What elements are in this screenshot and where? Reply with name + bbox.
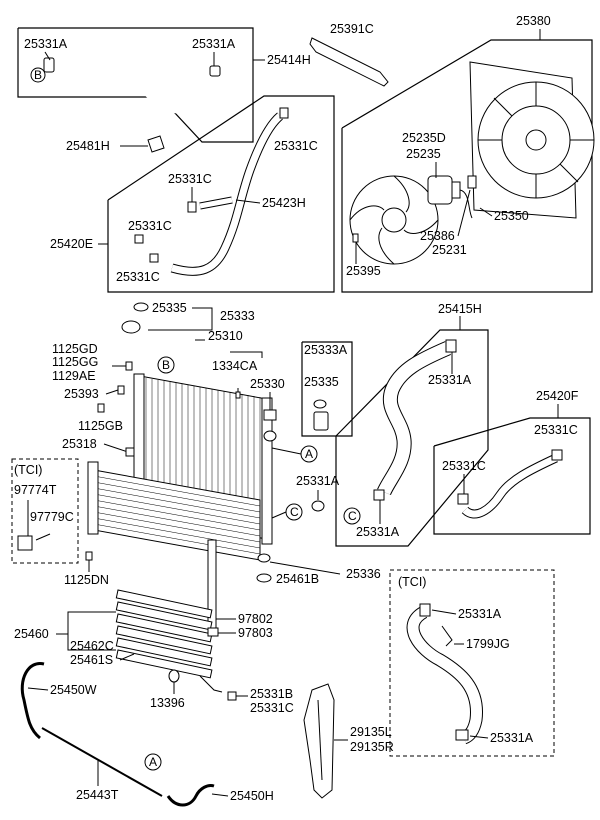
hose-25420e-frame <box>107 95 335 293</box>
callout-b-2: B <box>162 358 170 372</box>
tci-box-left <box>11 458 79 564</box>
label-25231: 25231 <box>432 243 467 257</box>
label-25395: 25395 <box>346 264 381 278</box>
label-25333a: 25333A <box>304 343 348 357</box>
label-25331a-6: 25331A <box>458 607 502 621</box>
label-1125gg: 1125GG <box>52 355 98 369</box>
fan-blade-25231 <box>349 175 439 265</box>
label-1125dn: 1125DN <box>64 573 109 587</box>
hose-25420e <box>134 107 289 276</box>
label-25460: 25460 <box>14 627 49 641</box>
label-25335b: 25335 <box>304 375 339 389</box>
label-1125gd: 1125GD <box>52 342 98 356</box>
hose-25420f-frame <box>433 417 591 535</box>
label-25380: 25380 <box>516 14 551 28</box>
callout-c-2: C <box>348 509 357 523</box>
label-97803: 97803 <box>238 626 273 640</box>
label-97779c: 97779C <box>30 510 74 524</box>
hose-25415h <box>373 339 457 501</box>
label-25450h: 25450H <box>230 789 274 803</box>
label-25331a-7: 25331A <box>490 731 534 745</box>
label-25331c-5: 25331C <box>534 423 578 437</box>
hose-25414h-group <box>17 27 254 143</box>
label-25310: 25310 <box>208 329 243 343</box>
air-guard-29135 <box>303 683 335 799</box>
label-97774t: 97774T <box>14 483 57 497</box>
label-25331c-3: 25331C <box>128 219 172 233</box>
oil-cooler-25460 <box>115 589 223 693</box>
label-25461b: 25461B <box>276 572 319 586</box>
label-25423h: 25423H <box>262 196 306 210</box>
label-tci-1: (TCI) <box>14 463 42 477</box>
hose-25420f <box>457 449 563 519</box>
label-25331a-4: 25331A <box>428 373 472 387</box>
label-29135r: 29135R <box>350 740 394 754</box>
callout-c-1: C <box>290 505 299 519</box>
hose-25450h <box>166 784 215 807</box>
label-25443t: 25443T <box>76 788 119 802</box>
fan-assembly-frame <box>341 39 593 293</box>
label-25331c-2: 25331C <box>168 172 212 186</box>
callout-a-2: A <box>149 755 157 769</box>
label-25386: 25386 <box>420 229 455 243</box>
label-25331a-1: 25331A <box>24 37 68 51</box>
label-25420f: 25420F <box>536 389 579 403</box>
hose-25415h-frame <box>335 329 489 547</box>
label-25450w: 25450W <box>50 683 97 697</box>
fan-shroud <box>469 61 595 219</box>
hose-tci <box>406 603 483 745</box>
label-25331a-3: 25331A <box>296 474 340 488</box>
tube-25443t <box>41 727 163 797</box>
callout-b-1: B <box>34 68 42 82</box>
label-1125gb: 1125GB <box>78 419 123 433</box>
label-25331a-5: 25331A <box>356 525 400 539</box>
label-25336: 25336 <box>346 567 381 581</box>
label-29135l: 29135L <box>350 725 392 739</box>
label-25331a-2: 25331A <box>192 37 236 51</box>
label-25235d: 25235D <box>402 131 446 145</box>
label-25350: 25350 <box>494 209 529 223</box>
fan-motor-25235 <box>427 175 473 219</box>
label-25391c: 25391C <box>330 22 374 36</box>
label-25331b: 25331B <box>250 687 293 701</box>
label-25481h: 25481H <box>66 139 110 153</box>
callout-a-1: A <box>305 447 313 461</box>
label-25462c: 25462C <box>70 639 114 653</box>
hose-25450w <box>20 662 45 740</box>
connector-25386 <box>467 175 477 189</box>
label-25331c-7: 25331C <box>250 701 294 715</box>
bracket-25391c <box>309 37 389 87</box>
label-25335: 25335 <box>152 301 187 315</box>
label-25331c-6: 25331C <box>442 459 486 473</box>
label-tci-2: (TCI) <box>398 575 426 589</box>
label-25318: 25318 <box>62 437 97 451</box>
label-97802: 97802 <box>238 612 273 626</box>
label-25331c-1: 25331C <box>274 139 318 153</box>
label-25420e: 25420E <box>50 237 93 251</box>
label-25415h: 25415H <box>438 302 482 316</box>
label-1799jg: 1799JG <box>466 637 510 651</box>
label-1129ae: 1129AE <box>52 369 96 383</box>
label-25461s: 25461S <box>70 653 113 667</box>
label-25331c-4: 25331C <box>116 270 160 284</box>
cap-25333a-frame <box>301 341 353 437</box>
condenser <box>87 461 261 631</box>
label-1334ca: 1334CA <box>212 359 258 373</box>
label-25414h: 25414H <box>267 53 311 67</box>
label-25235: 25235 <box>406 147 441 161</box>
clip-25481h <box>147 135 165 153</box>
label-13396: 13396 <box>150 696 185 710</box>
label-25393: 25393 <box>64 387 99 401</box>
label-25330: 25330 <box>250 377 285 391</box>
label-25333: 25333 <box>220 309 255 323</box>
